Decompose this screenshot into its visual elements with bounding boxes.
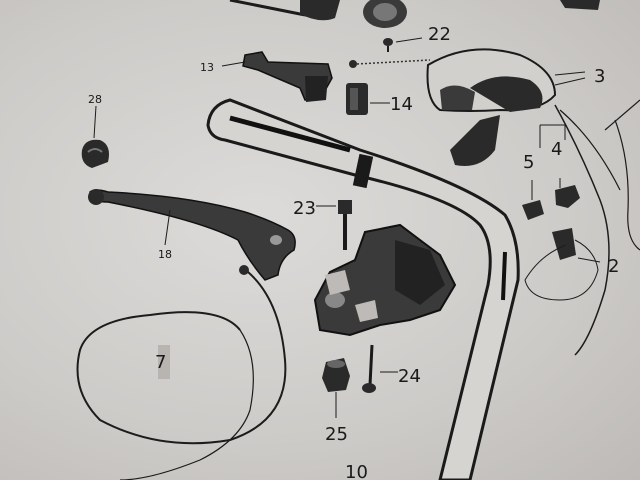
- label-4: 4: [551, 139, 562, 160]
- label-5: 5: [523, 152, 534, 173]
- part-13-bracket: [221, 51, 333, 102]
- part-pin: [349, 59, 431, 68]
- label-3: 3: [594, 66, 605, 87]
- label-25: 25: [325, 424, 348, 445]
- part-5-fitting: [522, 180, 544, 220]
- part-2-clip: [524, 228, 601, 301]
- label-22: 22: [428, 24, 451, 45]
- handlebar: [206, 98, 520, 480]
- part-28-cap: [81, 105, 109, 168]
- label-14: 14: [390, 94, 413, 115]
- label-18: 18: [158, 248, 172, 261]
- part-23-bolt: [316, 200, 352, 250]
- part-24-bolt: [362, 344, 398, 393]
- part-14-block: [346, 83, 390, 115]
- part-18-lever: [88, 189, 296, 281]
- label-10: 10: [345, 462, 368, 480]
- part-22-screw: [383, 37, 423, 52]
- top-housing-parts: [229, 0, 600, 28]
- label-7: 7: [155, 352, 166, 373]
- label-2: 2: [608, 256, 619, 277]
- label-13: 13: [200, 61, 214, 74]
- lever-bracket: [313, 223, 457, 337]
- part-7-cable: [76, 265, 287, 480]
- part-4-fitting: [539, 124, 580, 208]
- label-23: 23: [293, 198, 316, 219]
- label-24: 24: [398, 366, 421, 387]
- part-25-nut: [322, 358, 350, 418]
- part-3-switch-housing: [426, 48, 586, 166]
- wire-bundle: [554, 99, 640, 356]
- label-28: 28: [88, 93, 102, 106]
